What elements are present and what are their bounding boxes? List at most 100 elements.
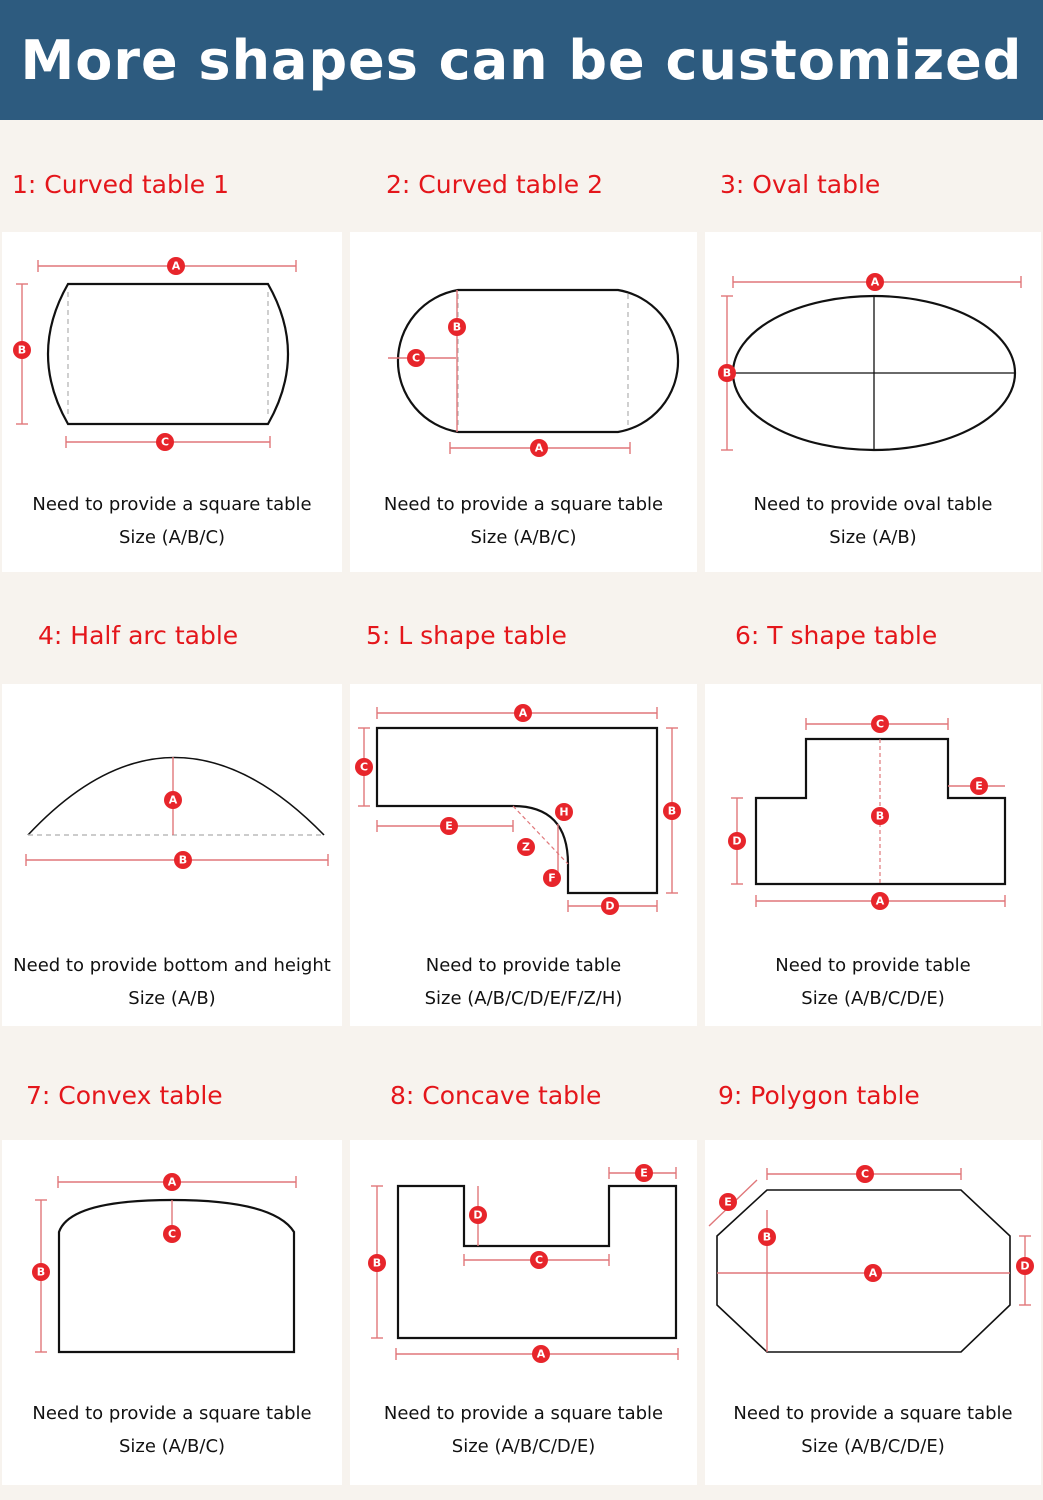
caption-line-1: Need to provide bottom and height: [13, 955, 331, 976]
label-z-marker: Z: [517, 838, 535, 856]
convex-table-outline: [57, 1198, 296, 1354]
caption-line-2: Size (A/B): [829, 527, 917, 548]
card-t-shape-table: C E B D A Need to provide table Size (A/…: [705, 684, 1041, 1026]
curved-table-1-caption: Need to provide a square table Size (A/B…: [2, 488, 342, 554]
card-title-oval-table: 3: Oval table: [720, 170, 881, 199]
polygon-table-diagram: C E B A D: [708, 1165, 1034, 1353]
curved-table-2-diagram: B C A: [388, 288, 680, 457]
label-a-marker: A: [864, 1264, 882, 1282]
caption-line-1: Need to provide table: [425, 955, 622, 976]
label-b-marker: B: [718, 364, 736, 382]
t-shape-outline: [754, 737, 1007, 886]
row-2-title-strip: [0, 572, 1043, 684]
caption-line-2: Size (A/B/C): [118, 1436, 226, 1457]
row-3-title-strip: [0, 1026, 1043, 1138]
concave-table-caption: Need to provide a square table Size (A/B…: [350, 1397, 697, 1463]
label-b-marker: B: [758, 1228, 776, 1246]
svg-text:C: C: [876, 718, 884, 731]
caption-line-2: Size (A/B/C/D/E): [801, 988, 945, 1009]
half-arc-table-diagram: A B: [25, 756, 329, 869]
polygon-table-caption: Need to provide a square table Size (A/B…: [705, 1397, 1041, 1463]
label-e-marker: E: [635, 1164, 653, 1182]
label-b-marker: B: [663, 802, 681, 820]
card-title-curved-table-2: 2: Curved table 2: [386, 170, 604, 199]
row-1-title-strip: [0, 120, 1043, 232]
caption-line-1: Need to provide oval table: [753, 494, 993, 515]
label-b-marker: B: [871, 807, 889, 825]
label-d-marker: D: [728, 832, 746, 850]
caption-line-2: Size (A/B/C/D/E/F/Z/H): [424, 988, 623, 1009]
card-title-polygon-table: 9: Polygon table: [718, 1081, 920, 1110]
svg-text:A: A: [172, 260, 181, 273]
caption-line-1: Need to provide a square table: [383, 494, 664, 515]
label-c-marker: C: [530, 1251, 548, 1269]
caption-line-2: Size (A/B/C): [118, 527, 226, 548]
label-d-marker: D: [1016, 1257, 1034, 1275]
polygon-table-outline: [716, 1189, 1011, 1353]
caption-line-1: Need to provide a square table: [733, 1403, 1013, 1424]
card-title-curved-table-1: 1: Curved table 1: [12, 170, 230, 199]
svg-text:D: D: [1020, 1260, 1029, 1273]
card-curved-table-1: A B C Need to provide a square table Siz…: [2, 232, 342, 572]
caption-line-1: Need to provide a square table: [383, 1403, 664, 1424]
caption-line-2: Size (A/B/C/D/E): [451, 1436, 596, 1457]
svg-text:C: C: [412, 352, 420, 365]
svg-text:B: B: [18, 344, 26, 357]
caption-line-2: Size (A/B/C/D/E): [801, 1436, 945, 1457]
label-b-marker: B: [448, 318, 466, 336]
card-title-l-shape-table: 5: L shape table: [366, 621, 567, 650]
svg-text:C: C: [168, 1228, 176, 1241]
label-d-marker: D: [601, 897, 619, 915]
label-a-marker: A: [514, 704, 532, 722]
svg-text:C: C: [861, 1168, 869, 1181]
svg-text:Z: Z: [522, 841, 530, 854]
caption-line-1: Need to provide a square table: [32, 1403, 312, 1424]
label-b-marker: B: [32, 1263, 50, 1281]
caption-line-1: Need to provide table: [775, 955, 971, 976]
caption-line-1: Need to provide a square table: [32, 494, 312, 515]
svg-text:A: A: [519, 707, 528, 720]
svg-text:D: D: [605, 900, 614, 913]
label-c-marker: C: [355, 758, 373, 776]
svg-text:A: A: [869, 1267, 878, 1280]
svg-text:H: H: [559, 806, 568, 819]
svg-text:A: A: [876, 895, 885, 908]
convex-table-diagram: A C B: [32, 1173, 297, 1354]
t-shape-table-diagram: C E B D A: [728, 715, 1007, 910]
l-shape-table-diagram: A C B E H Z F D: [355, 704, 681, 915]
label-a-marker: A: [871, 892, 889, 910]
curved-table-1-outline: [47, 282, 289, 426]
card-title-concave-table: 8: Concave table: [390, 1081, 602, 1110]
label-e-marker: E: [719, 1193, 737, 1211]
svg-text:B: B: [179, 854, 187, 867]
label-a-marker: A: [532, 1345, 550, 1363]
card-l-shape-table: A C B E H Z F D Need to provide table Si…: [350, 684, 697, 1026]
banner-title: More shapes can be customized: [20, 28, 1023, 92]
card-polygon-table: C E B A D Need to provide a square table…: [705, 1140, 1041, 1485]
svg-text:C: C: [535, 1254, 543, 1267]
label-a-marker: A: [163, 1173, 181, 1191]
oval-table-caption: Need to provide oval table Size (A/B): [705, 488, 1041, 554]
card-title-half-arc-table: 4: Half arc table: [38, 621, 239, 650]
caption-line-2: Size (A/B/C): [470, 527, 577, 548]
label-e-marker: E: [970, 777, 988, 795]
svg-text:D: D: [732, 835, 741, 848]
svg-text:A: A: [537, 1348, 546, 1361]
svg-text:A: A: [169, 794, 178, 807]
svg-text:B: B: [453, 321, 461, 334]
svg-text:D: D: [473, 1209, 482, 1222]
caption-line-2: Size (A/B): [128, 988, 216, 1009]
label-a-marker: A: [167, 257, 185, 275]
curved-table-2-outline: [396, 288, 680, 434]
svg-text:B: B: [37, 1266, 45, 1279]
card-convex-table: A C B Need to provide a square table Siz…: [2, 1140, 342, 1485]
label-b-marker: B: [13, 341, 31, 359]
svg-text:B: B: [876, 810, 884, 823]
curved-table-1-diagram: A B C: [13, 257, 297, 451]
label-h-marker: H: [555, 803, 573, 821]
card-curved-table-2: B C A Need to provide a square table Siz…: [350, 232, 697, 572]
label-c-marker: C: [871, 715, 889, 733]
label-c-marker: C: [856, 1165, 874, 1183]
card-half-arc-table: A B Need to provide bottom and height Si…: [2, 684, 342, 1026]
label-c-marker: C: [156, 433, 174, 451]
